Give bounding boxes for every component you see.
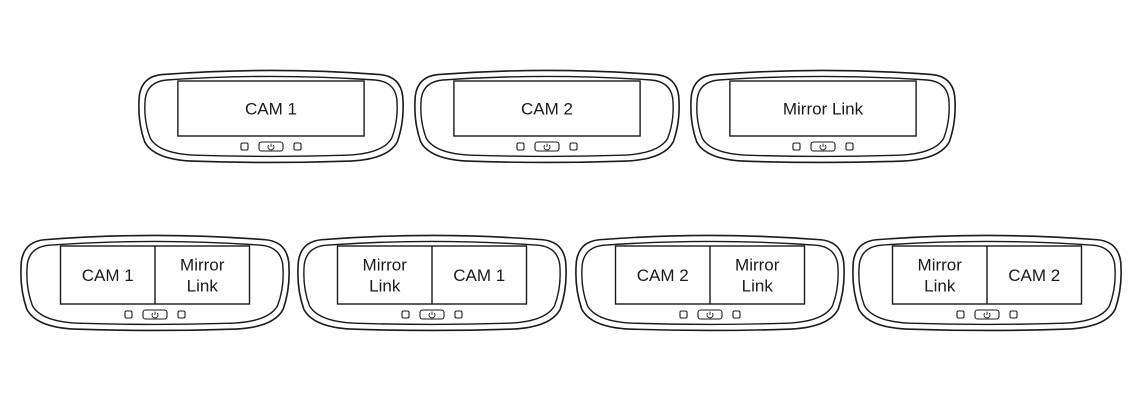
screen-label: Link (369, 277, 401, 296)
left-button-icon (516, 142, 525, 151)
right-button-icon (845, 142, 854, 151)
power-button-icon (543, 143, 551, 151)
screen-label: Link (187, 277, 219, 296)
mirror-housing-inner (144, 75, 398, 158)
right-button-icon (177, 310, 186, 319)
mirror-housing-inner (26, 240, 284, 326)
right-button-icon (293, 142, 302, 151)
power-arc (706, 312, 714, 319)
mirror-housing-inner (303, 240, 561, 326)
power-button-icon (819, 143, 827, 151)
left-button-icon (679, 310, 688, 319)
mirror-screen (729, 80, 917, 137)
mirror: Mirror Link (690, 69, 956, 164)
power-button-icon (267, 143, 275, 151)
screen-label: CAM 1 (453, 266, 505, 285)
mirror-screen (177, 80, 365, 137)
left-button-icon (124, 310, 133, 319)
mirror-screen (453, 80, 641, 137)
right-button-icon (732, 310, 741, 319)
mirror: CAM 1 (138, 69, 404, 164)
screen-label: CAM 1 (245, 100, 297, 119)
left-button-icon (240, 142, 249, 151)
screen-label: Mirror (363, 256, 408, 275)
mirror-housing-inner (581, 240, 839, 326)
left-button-icon (792, 142, 801, 151)
screen-label: Mirror (180, 256, 225, 275)
left-button-icon (956, 310, 965, 319)
screen-label: CAM 2 (521, 100, 573, 119)
right-button-icon (1009, 310, 1018, 319)
screen-label: CAM 2 (637, 266, 689, 285)
screen-label: Mirror (735, 256, 780, 275)
power-arc (267, 144, 275, 151)
power-arc (983, 312, 991, 319)
screen-label: CAM 1 (82, 266, 134, 285)
power-button-icon (151, 311, 159, 319)
power-arc (543, 144, 551, 151)
right-button-icon (454, 310, 463, 319)
power-arc (819, 144, 827, 151)
screen-label: Link (742, 277, 774, 296)
power-arc (151, 312, 159, 319)
mirror-housing-inner (420, 75, 674, 158)
power-button-icon (706, 311, 714, 319)
power-button-icon (983, 311, 991, 319)
power-button-icon (428, 311, 436, 319)
mirror-housing-inner (696, 75, 950, 158)
screen-label: Mirror Link (783, 100, 864, 119)
right-button-icon (569, 142, 578, 151)
screen-label: Mirror (918, 256, 963, 275)
mirror: CAM 2 (414, 69, 680, 164)
screen-label: Link (924, 277, 956, 296)
mirror-housing-inner (858, 240, 1116, 326)
screen-label: CAM 2 (1008, 266, 1060, 285)
left-button-icon (401, 310, 410, 319)
power-arc (428, 312, 436, 319)
